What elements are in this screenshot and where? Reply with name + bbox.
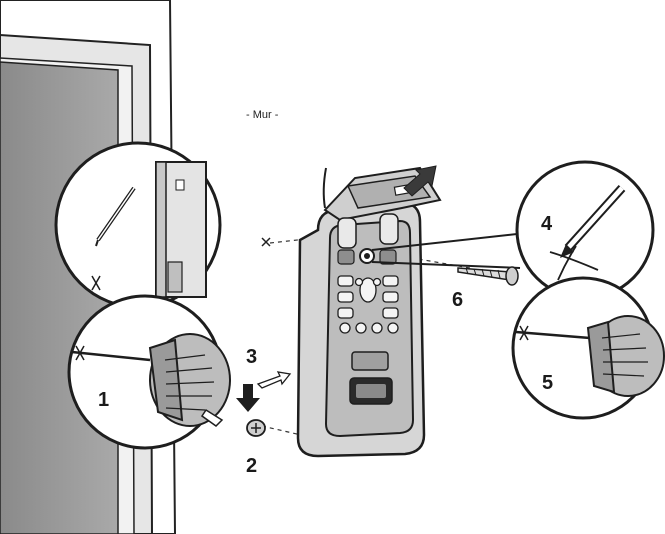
down-arrow (236, 384, 260, 412)
step-label-2: 2 (246, 455, 258, 477)
step-label-1: 1 (98, 389, 110, 411)
detail-circle-marking (54, 141, 222, 309)
detail-circle-drill-left (67, 294, 231, 450)
slide-arrow (256, 371, 292, 389)
callout-lines (371, 231, 536, 269)
step-label-6: 6 (452, 289, 464, 311)
step-label-4: 4 (541, 213, 553, 235)
detail-circle-pencil (515, 160, 655, 300)
small-screw (246, 419, 266, 437)
long-screw (457, 266, 519, 286)
wall-x-marks (261, 237, 271, 247)
step-label-5: 5 (542, 372, 554, 394)
detail-circle-drill-right (511, 276, 665, 420)
keypad-device (296, 165, 442, 458)
wall-label: - Mur - (246, 109, 279, 121)
step-label-3: 3 (246, 346, 258, 368)
